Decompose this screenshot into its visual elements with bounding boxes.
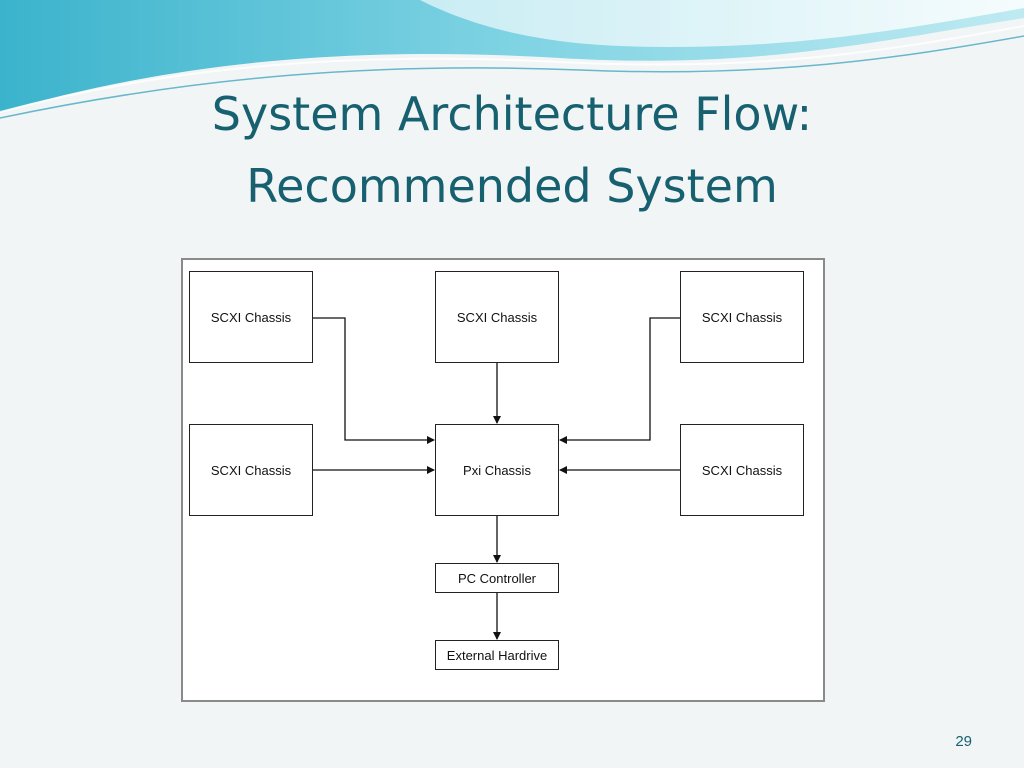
pc-controller: PC Controller [435, 563, 559, 593]
title-line-1: System Architecture Flow: [211, 87, 813, 141]
scxi-chassis-top-left: SCXI Chassis [189, 271, 313, 363]
header-wave-decoration [0, 0, 1024, 119]
slide-title: System Architecture Flow: Recommended Sy… [0, 78, 1024, 222]
external-hardrive: External Hardrive [435, 640, 559, 670]
scxi-chassis-mid-right: SCXI Chassis [680, 424, 804, 516]
pxi-chassis: Pxi Chassis [435, 424, 559, 516]
title-line-2: Recommended System [246, 159, 778, 213]
scxi-chassis-top-center: SCXI Chassis [435, 271, 559, 363]
slide-number: 29 [955, 733, 972, 750]
scxi-chassis-top-right: SCXI Chassis [680, 271, 804, 363]
scxi-chassis-mid-left: SCXI Chassis [189, 424, 313, 516]
